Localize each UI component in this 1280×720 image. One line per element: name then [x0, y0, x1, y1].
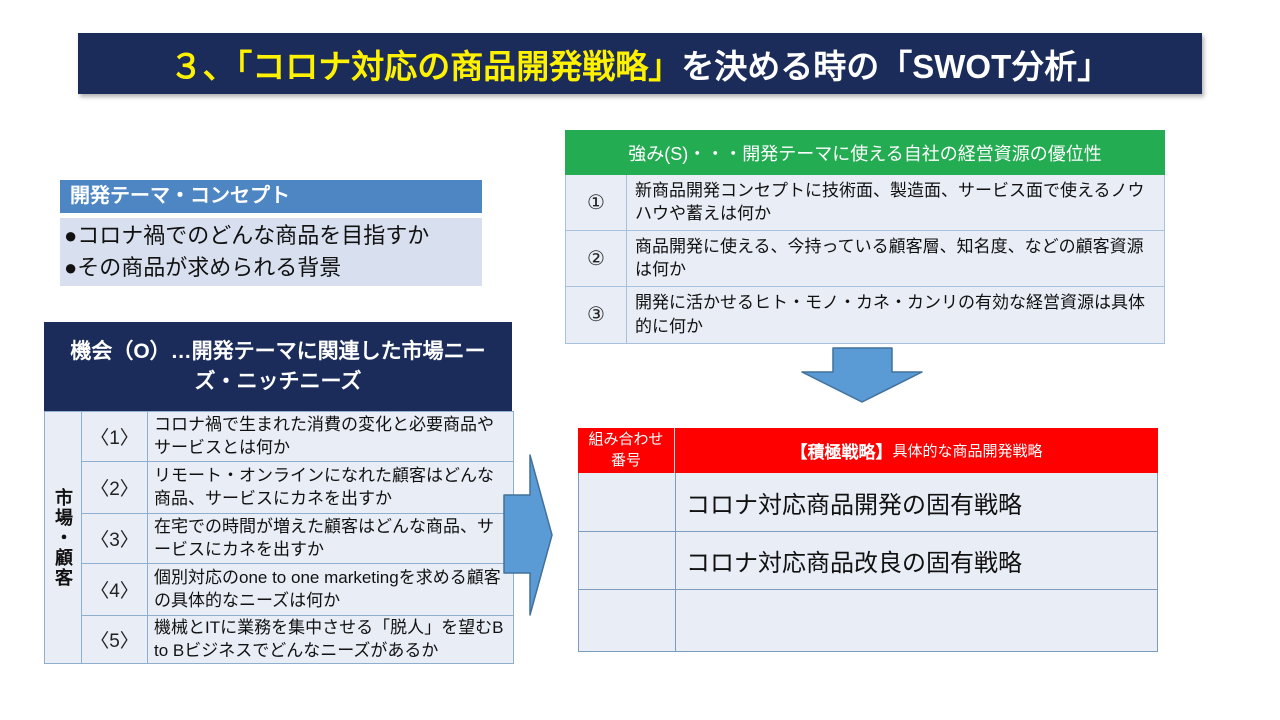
table-row: ① 新商品開発コンセプトに技術面、製造面、サービス面で使えるノウハウや蓄えは何か: [566, 175, 1164, 230]
strengths-table: 強み(S)・・・開発テーマに使える自社の経営資源の優位性 ① 新商品開発コンセプ…: [565, 130, 1165, 344]
row-text: 在宅での時間が増えた顧客はどんな商品、サービスにカネを出すか: [148, 513, 513, 563]
row-text: コロナ禍で生まれた消費の変化と必要商品やサービスとは何か: [154, 414, 494, 457]
slide-title: ３、「コロナ対応の商品開発戦略」を決める時の「SWOT分析」: [78, 33, 1202, 94]
concept-body: ●コロナ禍でのどんな商品を目指すか ●その商品が求められる背景: [60, 218, 482, 286]
strategy-body: コロナ対応商品開発の固有戦略 コロナ対応商品改良の固有戦略: [578, 473, 1158, 652]
strategy-table: 組み合わせ番号 【積極戦略】具体的な商品開発戦略 コロナ対応商品開発の固有戦略 …: [578, 428, 1158, 652]
row-text: 開発に活かせるヒト・モノ・カネ・カンリの有効な経営資源は具体的に何か: [635, 293, 1145, 336]
table-row: コロナ対応商品開発の固有戦略: [579, 473, 1157, 531]
row-number: 〈5〉: [82, 615, 148, 663]
opportunities-side-label: 市場・顧客: [45, 412, 82, 663]
row-number: 〈4〉: [82, 563, 148, 615]
arrow-down-icon: [800, 346, 925, 409]
table-row: コロナ対応商品改良の固有戦略: [579, 531, 1157, 589]
row-number: [579, 473, 676, 531]
row-text: コロナ対応商品改良の固有戦略: [686, 550, 1022, 577]
combination-number-header: 組み合わせ番号: [578, 428, 675, 473]
row-text: 新商品開発コンセプトに技術面、製造面、サービス面で使えるノウハウや蓄えは何か: [635, 181, 1145, 224]
row-number: 〈2〉: [82, 461, 148, 513]
row-number: ②: [566, 230, 627, 286]
slide-title-highlight: ３、「コロナ対応の商品開発戦略」: [169, 47, 682, 85]
row-text: 商品開発に使える、今持っている顧客層、知名度、などの顧客資源は何か: [635, 236, 1144, 280]
strategy-header-row: 組み合わせ番号 【積極戦略】具体的な商品開発戦略: [578, 428, 1158, 473]
row-number: [579, 590, 676, 651]
row-number: ①: [566, 175, 627, 230]
concept-bullet-2: ●その商品が求められる背景: [64, 254, 342, 280]
concept-header: 開発テーマ・コンセプト: [60, 180, 482, 213]
concept-bullet-1: ●コロナ禍でのどんな商品を目指すか: [64, 223, 430, 248]
row-text: [676, 590, 1157, 651]
strategy-title-rest: 具体的な商品開発戦略: [892, 443, 1043, 460]
strengths-body: ① 新商品開発コンセプトに技術面、製造面、サービス面で使えるノウハウや蓄えは何か…: [565, 175, 1165, 344]
table-row: ③ 開発に活かせるヒト・モノ・カネ・カンリの有効な経営資源は具体的に何か: [566, 285, 1164, 343]
slide-title-rest: を決める時の「SWOT分析」: [681, 47, 1111, 85]
row-number: 〈3〉: [82, 513, 148, 563]
strategy-title-header: 【積極戦略】具体的な商品開発戦略: [675, 428, 1158, 473]
opportunities-header: 機会（O）…開発テーマに関連した市場ニーズ・ニッチニーズ: [44, 322, 512, 411]
row-text: 個別対応のone to one marketingを求める顧客の具体的なニーズは…: [148, 563, 513, 615]
row-text: 機械とITに業務を集中させる「脱人」を望むB to Bビジネスでどんなニーズがあ…: [148, 615, 513, 663]
row-number: 〈1〉: [82, 412, 148, 461]
strengths-header: 強み(S)・・・開発テーマに使える自社の経営資源の優位性: [565, 130, 1165, 175]
row-number: [579, 532, 676, 589]
row-text: リモート・オンラインになれた顧客はどんな商品、サービスにカネを出すか: [148, 461, 513, 513]
row-text: コロナ対応商品開発の固有戦略: [686, 491, 1022, 519]
row-number: ③: [566, 286, 627, 343]
strategy-title-bold: 【積極戦略】: [790, 443, 893, 462]
table-row: [579, 589, 1157, 651]
arrow-right-icon: [502, 443, 554, 623]
opportunities-table: 市場・顧客 〈1〉 コロナ禍で生まれた消費の変化と必要商品やサービスとは何か 〈…: [44, 411, 514, 664]
table-row: ② 商品開発に使える、今持っている顧客層、知名度、などの顧客資源は何か: [566, 229, 1164, 286]
